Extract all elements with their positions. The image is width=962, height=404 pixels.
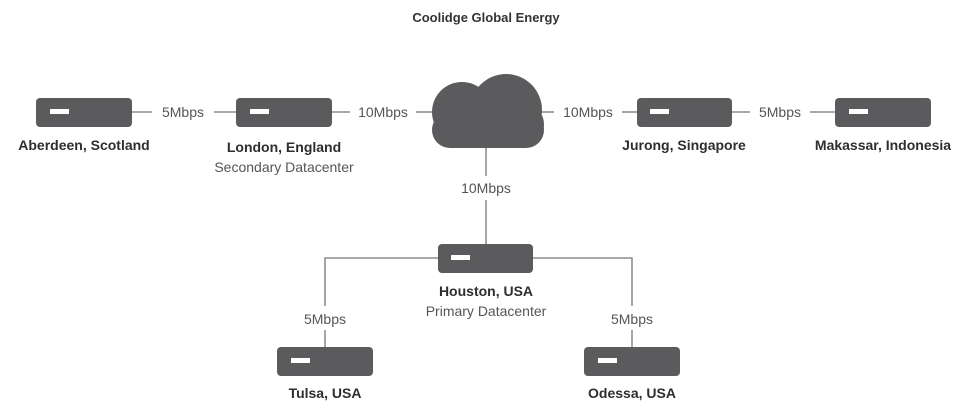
network-links [132, 111, 835, 347]
diagram-title: Coolidge Global Energy [412, 10, 560, 25]
led-indicator [849, 109, 868, 114]
site-name-houston: Houston, USA [439, 283, 533, 299]
site-name-jurong: Jurong, Singapore [622, 137, 746, 153]
speed-label-london-cloud: 10Mbps [358, 104, 408, 120]
led-indicator [598, 358, 617, 363]
internet-cloud-icon [432, 74, 544, 148]
site-name-makassar: Makassar, Indonesia [815, 137, 951, 153]
speed-label-houston-tulsa: 5Mbps [304, 311, 346, 327]
speed-label-jurong-makassar: 5Mbps [759, 104, 801, 120]
speed-label-cloud-houston: 10Mbps [461, 180, 511, 196]
site-name-aberdeen: Aberdeen, Scotland [18, 137, 149, 153]
server-icon [236, 98, 332, 127]
speed-label-houston-odessa: 5Mbps [611, 311, 653, 327]
led-indicator [291, 358, 310, 363]
site-role-london: Secondary Datacenter [214, 159, 354, 175]
server-icon [637, 98, 732, 127]
site-name-london: London, England [227, 139, 341, 155]
speed-label-aberdeen-london: 5Mbps [162, 104, 204, 120]
device-makassar [835, 98, 931, 127]
device-aberdeen [36, 98, 132, 127]
led-indicator [650, 109, 669, 114]
led-indicator [250, 109, 269, 114]
led-indicator [50, 109, 69, 114]
server-icon [438, 244, 533, 273]
server-icon [36, 98, 132, 127]
server-icon [584, 347, 680, 376]
device-london [236, 98, 332, 127]
link-houston-odessa-top [533, 257, 633, 306]
site-name-odessa: Odessa, USA [588, 385, 676, 401]
device-tulsa [277, 347, 373, 376]
device-jurong [637, 98, 732, 127]
site-role-houston: Primary Datacenter [426, 303, 547, 319]
server-icon [835, 98, 931, 127]
led-indicator [451, 255, 470, 260]
speed-label-cloud-jurong: 10Mbps [563, 104, 613, 120]
link-houston-tulsa-top [324, 257, 438, 306]
server-icon [277, 347, 373, 376]
device-odessa [584, 347, 680, 376]
device-houston [438, 244, 533, 273]
site-name-tulsa: Tulsa, USA [289, 385, 362, 401]
